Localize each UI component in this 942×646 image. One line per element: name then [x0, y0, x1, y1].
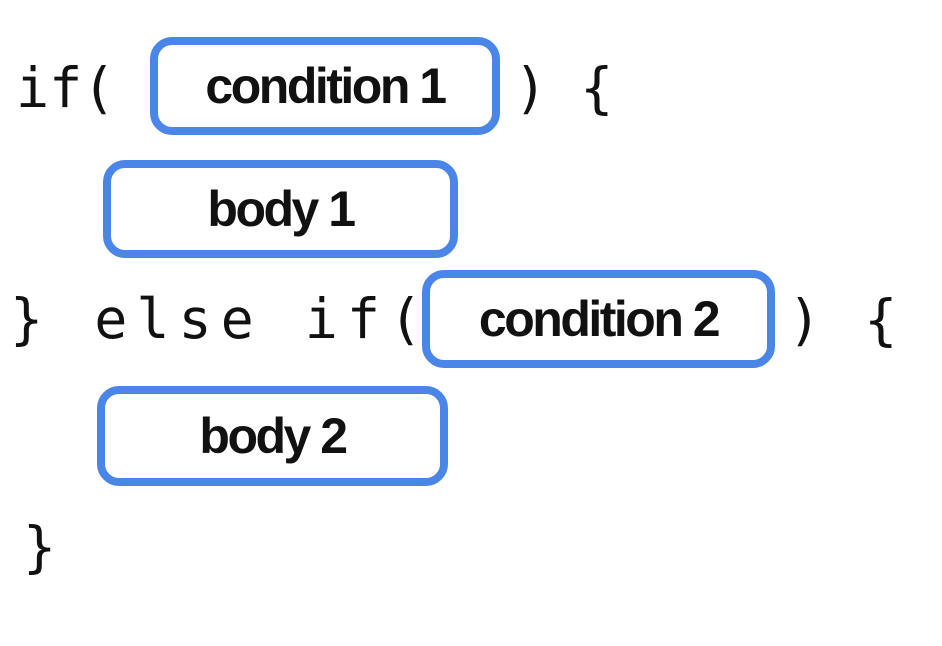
condition-2-box: condition 2: [422, 270, 775, 368]
code-text-closing-brace: }: [23, 515, 57, 579]
code-text-if-open: if(: [16, 56, 116, 120]
code-text-else-if-open: } else if(: [10, 287, 432, 351]
condition-1-label: condition 1: [205, 58, 447, 114]
code-text-else-if-close: ) {: [788, 288, 903, 352]
condition-2-label: condition 2: [478, 291, 721, 347]
body-1-label: body 1: [207, 181, 356, 237]
body-1-box: body 1: [103, 160, 458, 258]
body-2-label: body 2: [199, 408, 348, 464]
body-2-box: body 2: [97, 386, 448, 486]
code-text-if-close: ) {: [514, 56, 614, 120]
condition-1-box: condition 1: [150, 37, 500, 135]
